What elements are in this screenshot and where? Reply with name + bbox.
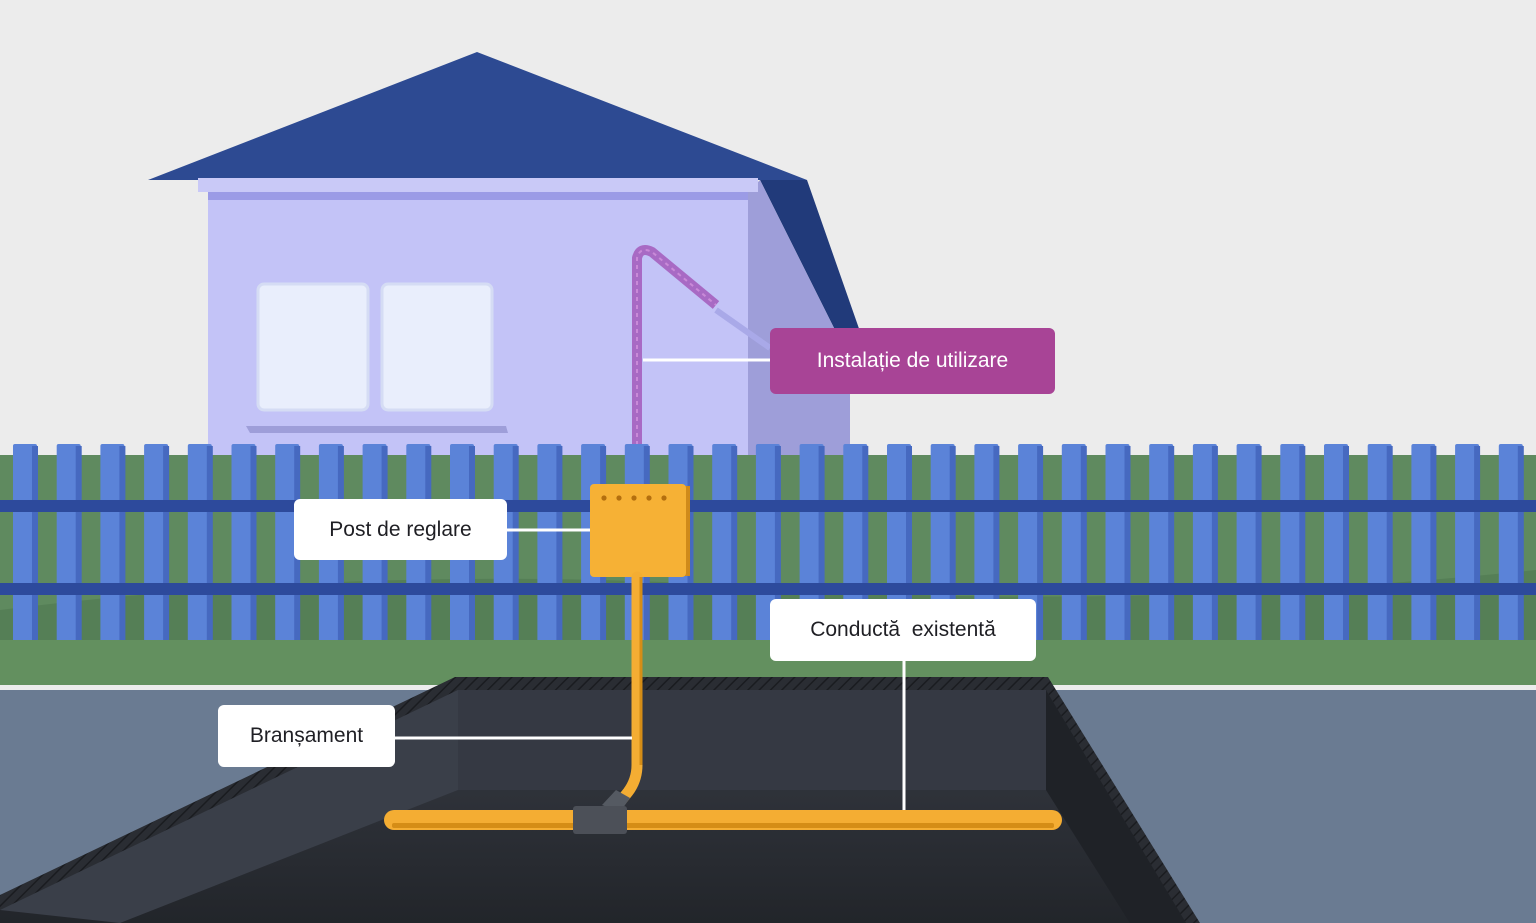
fence-picket-shade	[1037, 446, 1044, 642]
regulator-box-front	[590, 484, 686, 577]
trench-back-wall	[458, 690, 1046, 790]
fence-rail-bottom	[0, 583, 1536, 595]
fence-picket-shade	[949, 446, 956, 642]
fence-picket-shade	[75, 446, 82, 642]
label-instalatie-de-utilizare: Instalație de utilizare	[770, 328, 1055, 394]
window-left	[256, 282, 370, 412]
fence-picket-shade	[818, 446, 825, 642]
fence	[0, 444, 1536, 642]
fence-picket-shade	[556, 446, 563, 642]
fence-rail-top	[0, 500, 1536, 512]
fence-picket-shade	[163, 446, 170, 642]
window-right	[380, 282, 494, 412]
fence-picket-shade	[1474, 446, 1481, 642]
regulator-dot	[631, 495, 637, 501]
roof	[148, 52, 807, 180]
fence-picket-shade	[1343, 446, 1349, 642]
label-conducta-existenta: Conductă existentă	[770, 599, 1036, 661]
installation-pipe-dashes	[636, 249, 717, 485]
installation-connector-line	[714, 307, 772, 351]
fence-picket-shade	[119, 446, 126, 642]
regulator-dot	[661, 495, 667, 501]
fence-picket-shade	[1124, 446, 1131, 642]
regulator-dot	[601, 495, 607, 501]
branch-pipe	[606, 571, 643, 818]
window-sill	[246, 426, 508, 433]
fence-picket-shade	[1386, 446, 1393, 642]
fence-picket-shade	[774, 446, 781, 642]
label-post-de-reglare: Post de reglare	[294, 499, 507, 560]
trench-right-wall	[1046, 690, 1186, 923]
fence-picket-shade	[862, 446, 869, 642]
regulator-dot	[616, 495, 622, 501]
regulator-dot	[646, 495, 652, 501]
fence-picket-shade	[993, 446, 1000, 642]
fence-picket-shade	[1255, 446, 1262, 642]
fence-picket-shade	[250, 446, 257, 642]
label-bransament: Branșament	[218, 705, 395, 767]
roof-side	[760, 180, 870, 360]
fence-picket-shade	[206, 446, 213, 642]
roof-eave	[198, 178, 758, 192]
regulator-box	[590, 484, 690, 577]
fence-picket-shade	[731, 446, 738, 642]
fence-picket-shade	[906, 446, 912, 642]
fence-picket-shade	[1168, 446, 1175, 642]
existing-main-pipe-shade	[392, 823, 1054, 828]
fence-picket-shade	[32, 446, 38, 642]
fence-picket-shade	[1517, 446, 1524, 642]
roof-eave-shadow	[208, 192, 748, 200]
fence-picket-shade	[1211, 446, 1218, 642]
fence-picket-shade	[687, 446, 694, 642]
fence-picket-shade	[1430, 446, 1437, 642]
fence-picket-shade	[1080, 446, 1087, 642]
fence-picket-shade	[1299, 446, 1306, 642]
tee-fitting	[573, 806, 627, 834]
fence-picket-shade	[512, 446, 519, 642]
